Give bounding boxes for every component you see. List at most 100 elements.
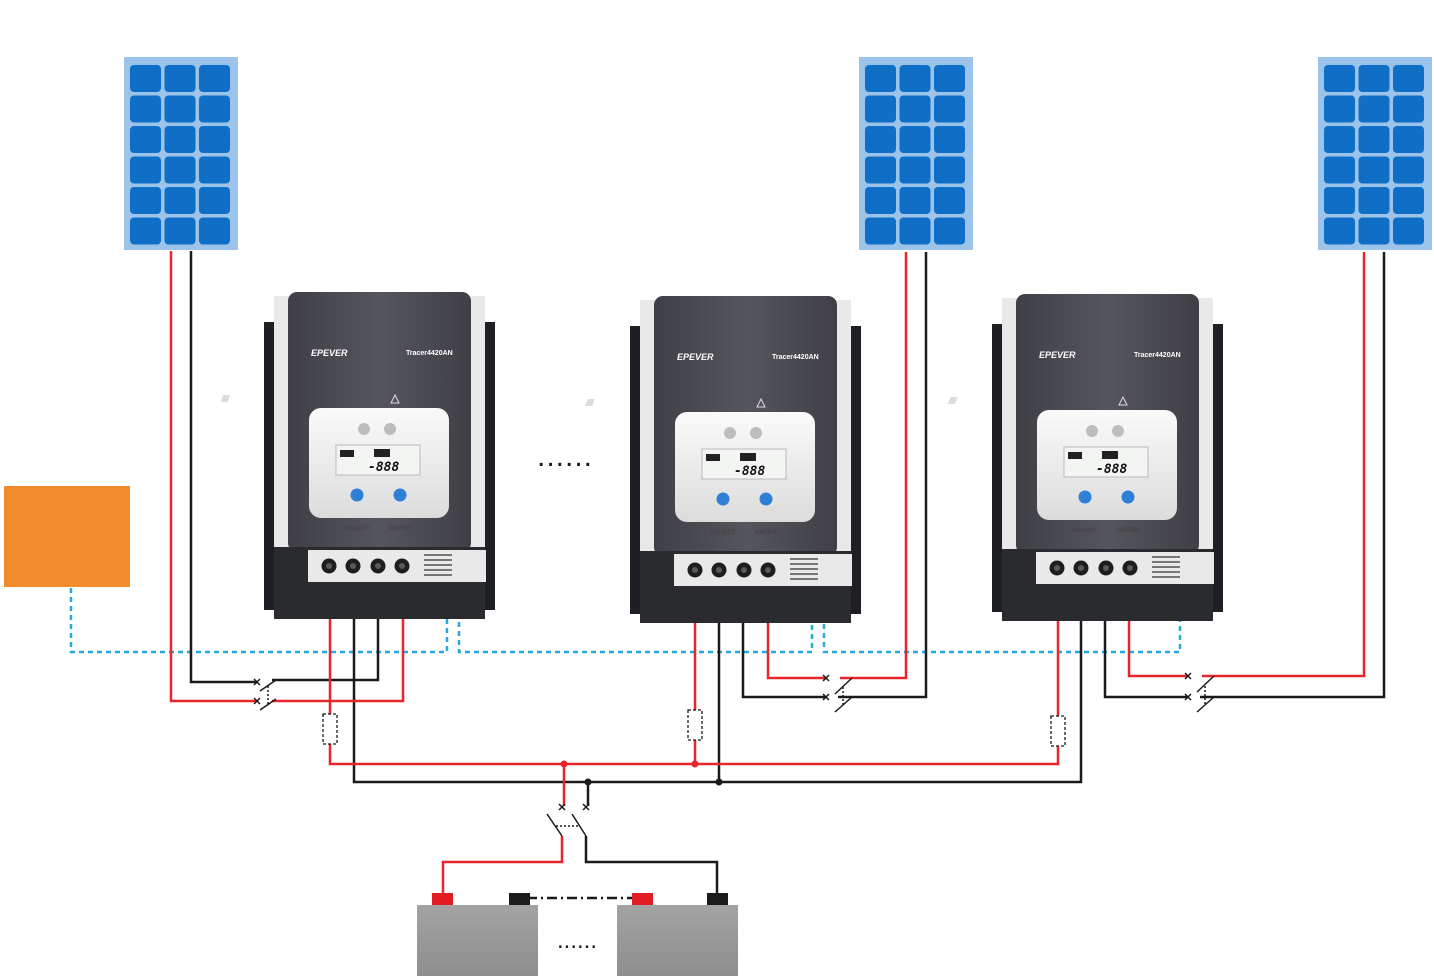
- solar-cell: [1358, 65, 1390, 92]
- battery-positive-terminal: [432, 893, 453, 905]
- solar-cell: [1393, 187, 1424, 214]
- solar-cell: [164, 95, 196, 123]
- solar-cell: [934, 156, 965, 184]
- solar-cell: [130, 126, 161, 153]
- fuses: [322, 709, 1066, 747]
- solar-cell: [865, 95, 896, 123]
- select-label: SELECT: [710, 529, 736, 536]
- monitor-box-icon: [4, 486, 130, 587]
- solar-cell: [1324, 187, 1355, 214]
- battery-icon: [617, 893, 738, 976]
- lcd-readout: -888: [368, 460, 399, 475]
- enter-button[interactable]: [1121, 490, 1135, 504]
- solar-cell: [934, 95, 965, 123]
- solar-cell: [1393, 126, 1424, 153]
- solar-cell: [899, 126, 931, 153]
- battery-negative-terminal: [707, 893, 728, 905]
- pv2-positive-wire: [840, 252, 908, 680]
- controller-ellipsis: ......: [537, 440, 593, 473]
- solar-cell: [865, 187, 896, 214]
- solar-cell: [865, 126, 896, 153]
- enter-label: ENTER: [755, 529, 777, 536]
- select-label: SELECT: [1072, 527, 1098, 534]
- solar-cell: [899, 156, 931, 184]
- controller-brand: EPEVER: [677, 352, 714, 362]
- controller-brand: EPEVER: [1039, 350, 1076, 360]
- pv2-negative-wire: [838, 252, 928, 699]
- solar-cell: [1324, 126, 1355, 153]
- fuse-icon: [687, 709, 703, 741]
- battery-negative-terminal: [509, 893, 530, 905]
- breaker-switch-icon: [546, 803, 590, 837]
- solar-cell: [199, 126, 230, 153]
- enter-button[interactable]: [759, 492, 773, 506]
- solar-cell: [164, 187, 196, 214]
- solar-cell: [1393, 95, 1424, 123]
- select-label: SELECT: [344, 525, 370, 532]
- enter-label: ENTER: [1117, 527, 1139, 534]
- battery-negative-lead: [584, 836, 719, 895]
- solar-cell: [1358, 217, 1390, 245]
- fuse-icon: [322, 713, 338, 745]
- solar-cell: [199, 187, 230, 214]
- breaker-switch-icon: [822, 674, 853, 713]
- solar-cell: [899, 95, 931, 123]
- controller-model: Tracer4420AN: [406, 350, 453, 357]
- solar-panel-icon: [124, 57, 238, 250]
- enter-label: ENTER: [389, 525, 411, 532]
- select-button[interactable]: [350, 488, 364, 502]
- solar-cell: [1324, 95, 1355, 123]
- solar-cell: [130, 65, 161, 92]
- select-button[interactable]: [716, 492, 730, 506]
- pv3-negative-wire: [1200, 252, 1386, 699]
- enter-button[interactable]: [393, 488, 407, 502]
- solar-cell: [199, 65, 230, 92]
- solar-cell: [1393, 156, 1424, 184]
- controller-model: Tracer4420AN: [1134, 352, 1181, 359]
- solar-cell: [1324, 217, 1355, 245]
- solar-cell: [934, 217, 965, 245]
- solar-cell: [934, 65, 965, 92]
- breakers: [253, 672, 1215, 837]
- solar-cell: [164, 156, 196, 184]
- solar-cell: [934, 187, 965, 214]
- junction-dots: [560, 760, 723, 786]
- solar-cell: [1324, 65, 1355, 92]
- controller-brand: EPEVER: [311, 348, 348, 358]
- battery-ellipsis: ......: [557, 927, 597, 954]
- solar-cell: [1393, 65, 1424, 92]
- solar-cell: [865, 65, 896, 92]
- solar-cell: [164, 126, 196, 153]
- pv1-negative-wire: [189, 251, 258, 684]
- solar-cell: [899, 65, 931, 92]
- solar-cell: [865, 156, 896, 184]
- battery-bank: ......: [417, 893, 738, 976]
- solar-cell: [899, 187, 931, 214]
- solar-cell: [865, 217, 896, 245]
- fuse-icon: [1050, 715, 1066, 747]
- solar-cell: [199, 156, 230, 184]
- solar-cell: [130, 156, 161, 184]
- solar-cell: [130, 217, 161, 245]
- select-button[interactable]: [1078, 490, 1092, 504]
- solar-cell: [934, 126, 965, 153]
- solar-cell: [164, 217, 196, 245]
- solar-cell: [164, 65, 196, 92]
- pv1-positive-wire: [169, 251, 256, 703]
- solar-panel-icon: [1318, 57, 1432, 250]
- solar-panel-icon: [859, 57, 973, 250]
- solar-cell: [1358, 156, 1390, 184]
- solar-cell: [1324, 156, 1355, 184]
- breaker-switch-icon: [253, 678, 277, 711]
- breaker-switch-icon: [1184, 672, 1215, 713]
- pv3-positive-wire: [1202, 252, 1366, 678]
- solar-cell: [1393, 217, 1424, 245]
- solar-cell: [1358, 187, 1390, 214]
- battery-icon: [417, 893, 538, 976]
- lcd-readout: -888: [1096, 462, 1127, 477]
- battery-positive-terminal: [632, 893, 653, 905]
- solar-cell: [199, 95, 230, 123]
